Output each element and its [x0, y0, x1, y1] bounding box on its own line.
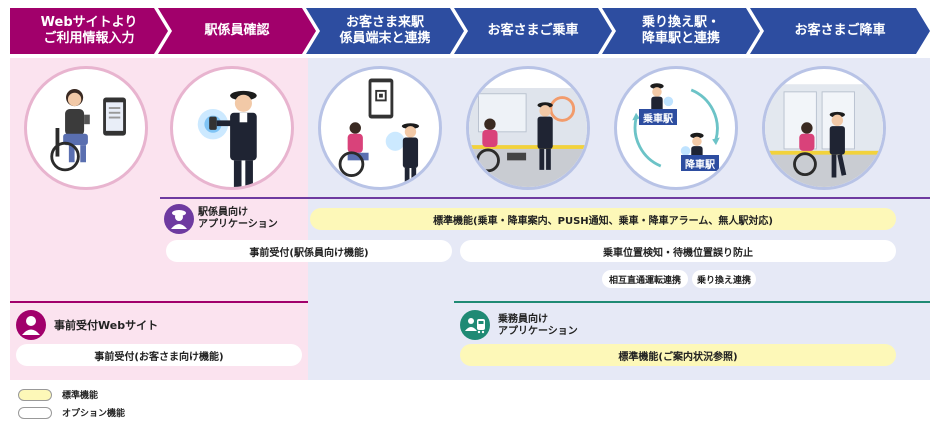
station-staff-icon	[164, 204, 194, 234]
illustration-web-input	[24, 66, 148, 190]
boarding-station-tag: 乗車駅	[639, 109, 677, 125]
through-service-option-pill: 相互直通運転連携	[602, 270, 688, 288]
transfer-option-pill: 乗り換え連携	[692, 270, 756, 288]
crew-train-icon	[460, 310, 490, 340]
crew-app-line	[454, 301, 930, 303]
website-line	[10, 301, 308, 303]
station-staff-app-line	[160, 197, 930, 199]
step-transfer-link: 乗り換え駅・ 降車駅と連携	[602, 8, 760, 54]
step-boarding: お客さまご乗車	[454, 8, 612, 54]
crew-app-label: 乗務員向け アプリケーション	[498, 314, 578, 337]
illustration-customer-arrival	[318, 66, 442, 190]
step-customer-arrival: お客さま来駅 係員端末と連携	[306, 8, 464, 54]
illustration-boarding	[466, 66, 590, 190]
station-staff-position-option-pill: 乗車位置検知・待機位置誤り防止	[460, 240, 896, 262]
crew-standard-pill: 標準機能(ご案内状況参照)	[460, 344, 896, 366]
website-user-icon	[16, 310, 46, 340]
station-staff-app-label: 駅係員向け アプリケーション	[198, 207, 278, 230]
legend-standard: 標準機能	[18, 388, 98, 401]
step-web-input: Webサイトより ご利用情報入力	[10, 8, 168, 54]
legend-standard-swatch	[18, 388, 52, 401]
illustration-transfer-link: 乗車駅 降車駅	[614, 66, 738, 190]
step-alighting: お客さまご降車	[750, 8, 930, 54]
legend-option-swatch	[18, 406, 52, 419]
process-steps: Webサイトより ご利用情報入力 駅係員確認 お客さま来駅 係員端末と連携 お客…	[10, 8, 930, 54]
website-label: 事前受付Webサイト	[54, 319, 159, 332]
step-staff-confirm: 駅係員確認	[158, 8, 316, 54]
alighting-station-tag: 降車駅	[681, 155, 719, 171]
illustration-staff-confirm	[170, 66, 294, 190]
station-staff-standard-pill: 標準機能(乗車・降車案内、PUSH通知、乗車・降車アラーム、無人駅対応)	[310, 208, 896, 230]
legend-option: オプション機能	[18, 406, 125, 419]
station-staff-advance-option-pill: 事前受付(駅係員向け機能)	[166, 240, 452, 262]
website-option-pill: 事前受付(お客さま向け機能)	[16, 344, 302, 366]
illustration-alighting	[762, 66, 886, 190]
